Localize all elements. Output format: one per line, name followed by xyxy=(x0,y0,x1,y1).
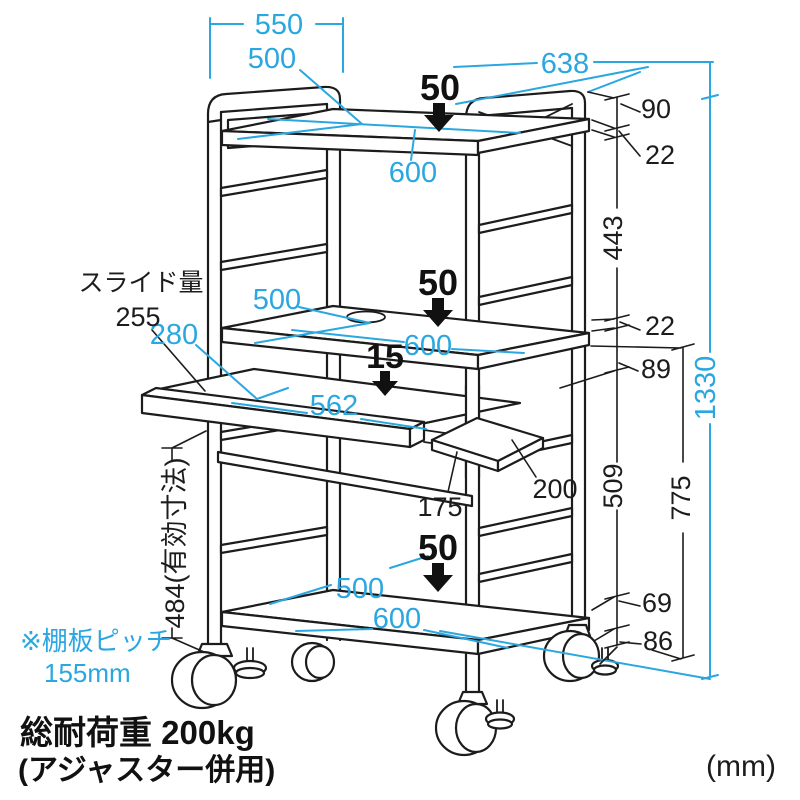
shelf-top xyxy=(220,107,591,157)
arrow-bottom xyxy=(423,563,453,592)
caster-back-left xyxy=(290,641,336,683)
dim-500-bottom-line xyxy=(269,555,429,605)
dim-550-extensions xyxy=(209,17,344,79)
load-50-bottom-label: 50 xyxy=(418,527,458,568)
caster-back-right xyxy=(542,623,620,683)
dim-500-mid-label: 500 xyxy=(253,284,301,316)
labels: 550 500 600 638 500 600 562 280 500 600 … xyxy=(18,9,776,787)
dim-600-bottom-label: 600 xyxy=(373,603,421,635)
caster-front-right xyxy=(434,690,516,757)
dim-500-top-label: 500 xyxy=(248,43,296,75)
front-cross-bar xyxy=(216,450,474,508)
dim-175-leader xyxy=(447,451,458,493)
dim-638-lines xyxy=(453,61,714,105)
dim-22-mid-label: 22 xyxy=(645,311,675,341)
dim-600-mid-line xyxy=(291,329,525,354)
dim-200-label: 200 xyxy=(532,474,577,504)
dim-86-label: 86 xyxy=(643,626,673,656)
dim-775-label: 775 xyxy=(666,475,696,520)
dim-600-top-label: 600 xyxy=(389,157,437,189)
right-dim-ticks xyxy=(604,93,630,649)
unit-label: (mm) xyxy=(706,750,776,783)
load-50-mid-label: 50 xyxy=(418,262,458,303)
shelf-bottom xyxy=(220,588,591,656)
right-dim-leaders xyxy=(618,103,642,645)
dim-280-label: 280 xyxy=(150,319,198,351)
dim-600-mid-label: 600 xyxy=(404,330,452,362)
load-15-tray-label: 15 xyxy=(366,338,404,376)
cart-structure xyxy=(140,85,620,757)
slide-amount-label: スライド量 xyxy=(78,269,203,297)
dim-775-line xyxy=(590,343,695,662)
dim-484-line xyxy=(161,430,207,653)
dim-484-label: 484(有効寸法) xyxy=(160,457,190,628)
dim-500-bottom-label: 500 xyxy=(336,573,384,605)
dim-89-label: 89 xyxy=(641,354,671,384)
dim-22-top-label: 22 xyxy=(645,140,675,170)
dim-1330-line xyxy=(701,61,719,680)
dim-550-label: 550 xyxy=(255,9,303,41)
cart-frame-left xyxy=(206,85,342,654)
tray-front-bar xyxy=(140,386,426,449)
adjuster-note-text: (アジャスター併用) xyxy=(18,753,275,787)
arrow-top xyxy=(424,103,454,132)
black-dimension-lines xyxy=(151,91,695,665)
load-capacity-text: 総耐荷重 200kg xyxy=(20,714,255,751)
caster-front-left xyxy=(170,642,268,710)
dim-90-label: 90 xyxy=(641,94,671,124)
right-dim-extensions xyxy=(559,91,618,665)
shelf-pitch-note-line2: 155mm xyxy=(44,658,131,688)
shelf-pitch-note-line1: ※棚板ピッチ xyxy=(20,626,172,656)
dim-562-line xyxy=(231,402,427,430)
dim-562-label: 562 xyxy=(310,390,358,422)
slide-amount-value: 255 xyxy=(115,302,160,332)
blue-dimension-lines xyxy=(195,17,719,680)
dim-69-label: 69 xyxy=(642,588,672,618)
dim-175-label: 175 xyxy=(417,492,462,522)
dim-200-leader xyxy=(511,439,537,478)
floor-extension-line xyxy=(439,630,711,680)
dim-443-label: 443 xyxy=(598,215,628,260)
dim-500-top-leader xyxy=(237,69,363,140)
load-50-top-label: 50 xyxy=(420,67,460,108)
load-arrows xyxy=(372,103,454,592)
dim-600-bottom-line xyxy=(295,628,509,649)
dim-509-label: 509 xyxy=(598,463,628,508)
dim-1330-label: 1330 xyxy=(690,356,722,421)
dim-280-leader xyxy=(195,344,289,400)
arrow-tray xyxy=(372,371,398,396)
dim-600-top-line xyxy=(267,118,521,161)
cable-hole xyxy=(346,310,386,324)
dim-638-label: 638 xyxy=(541,48,589,80)
arrow-middle xyxy=(423,298,453,327)
slide-leader xyxy=(151,329,206,392)
